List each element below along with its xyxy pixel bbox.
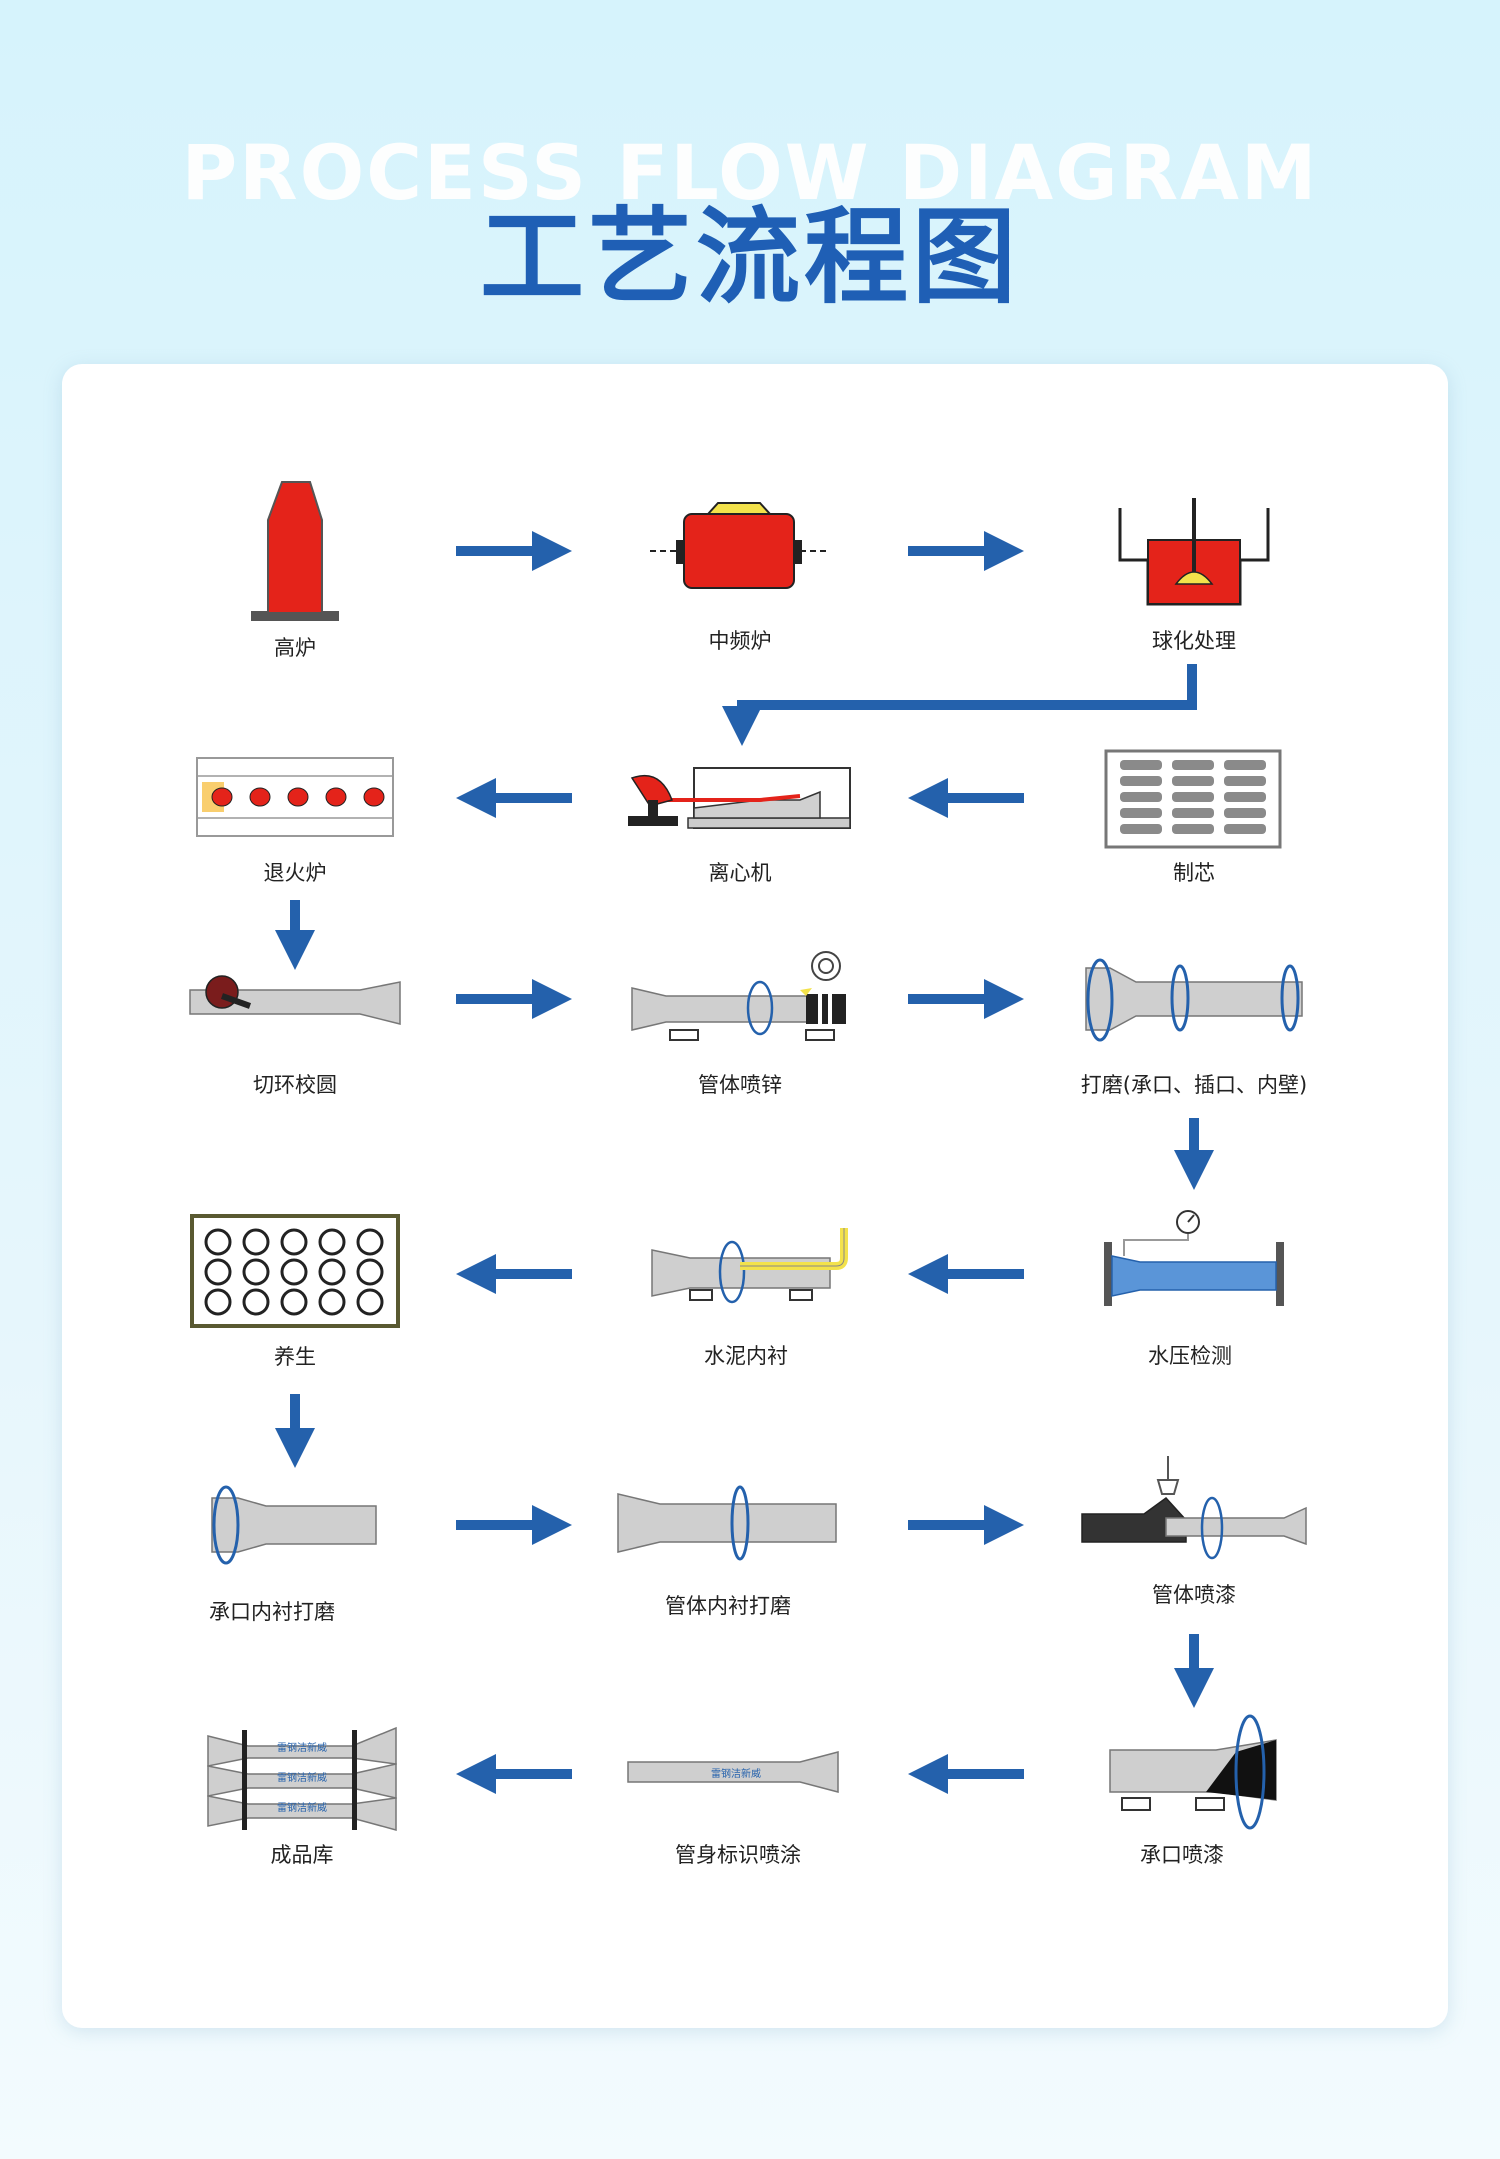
step-label-socket-lining-grinding: 承口内衬打磨: [209, 1600, 335, 1624]
curing-icon: [190, 1214, 400, 1328]
step-label-zinc-spraying: 管体喷锌: [698, 1073, 782, 1097]
step-label-curing: 养生: [274, 1345, 316, 1369]
step-label-grinding: 打磨(承口、插口、内壁): [1081, 1073, 1307, 1097]
zinc-spraying-icon: [631, 951, 846, 1041]
step-label-spheroidizing: 球化处理: [1152, 629, 1236, 653]
step-label-core-making: 制芯: [1173, 861, 1215, 885]
step-label-blast-furnace: 高炉: [274, 636, 316, 660]
pipe-marking-icon: 雷钢洁新威: [627, 1751, 839, 1793]
step-label-pipe-marking: 管身标识喷涂: [675, 1843, 801, 1867]
socket-lining-grinding-icon: [211, 1485, 377, 1565]
grinding-icon: [1085, 958, 1303, 1042]
step-label-pipe-painting: 管体喷漆: [1152, 1583, 1236, 1607]
page-title: 工艺流程图: [479, 196, 1020, 318]
step-label-hydrostatic-test: 水压检测: [1148, 1344, 1232, 1368]
cement-lining-icon: [651, 1228, 848, 1304]
step-label-annealing-furnace: 退火炉: [264, 861, 327, 885]
brand-mark-4: 雷钢洁新威: [711, 1767, 761, 1780]
step-label-centrifuge: 离心机: [709, 861, 772, 885]
step-label-socket-painting: 承口喷漆: [1140, 1843, 1224, 1867]
step-label-cement-lining: 水泥内衬: [704, 1344, 788, 1368]
socket-painting-icon: [1109, 1714, 1277, 1830]
spheroidizing-ladle-icon: [1118, 498, 1270, 606]
brand-mark-2: 雷钢洁新威: [277, 1771, 327, 1784]
annealing-furnace-icon: [196, 757, 394, 837]
cut-ring-rounding-icon: [189, 975, 401, 1025]
step-label-medium-frequency-furnace: 中频炉: [709, 629, 772, 653]
core-making-icon: [1104, 749, 1282, 849]
brand-mark-1: 雷钢洁新威: [277, 1741, 327, 1754]
centrifuge-icon: [628, 767, 851, 829]
finished-goods-warehouse-icon: 雷钢洁新威 雷钢洁新威 雷钢洁新威: [207, 1726, 397, 1831]
title-english: PROCESS FLOW DIAGRAM: [181, 128, 1319, 217]
step-label-finished-goods-warehouse: 成品库: [271, 1843, 334, 1867]
brand-mark-3: 雷钢洁新威: [277, 1801, 327, 1814]
step-label-pipe-lining-grinding: 管体内衬打磨: [665, 1594, 791, 1618]
pipe-painting-icon: [1081, 1456, 1307, 1560]
pipe-lining-grinding-icon: [617, 1485, 837, 1561]
blast-furnace-icon: [251, 481, 339, 621]
step-label-cut-ring-rounding: 切环校圆: [253, 1073, 337, 1097]
hydrostatic-test-icon: [1104, 1210, 1284, 1306]
medium-frequency-furnace-icon: [650, 502, 828, 589]
flow-arrow-3: [722, 664, 1197, 746]
